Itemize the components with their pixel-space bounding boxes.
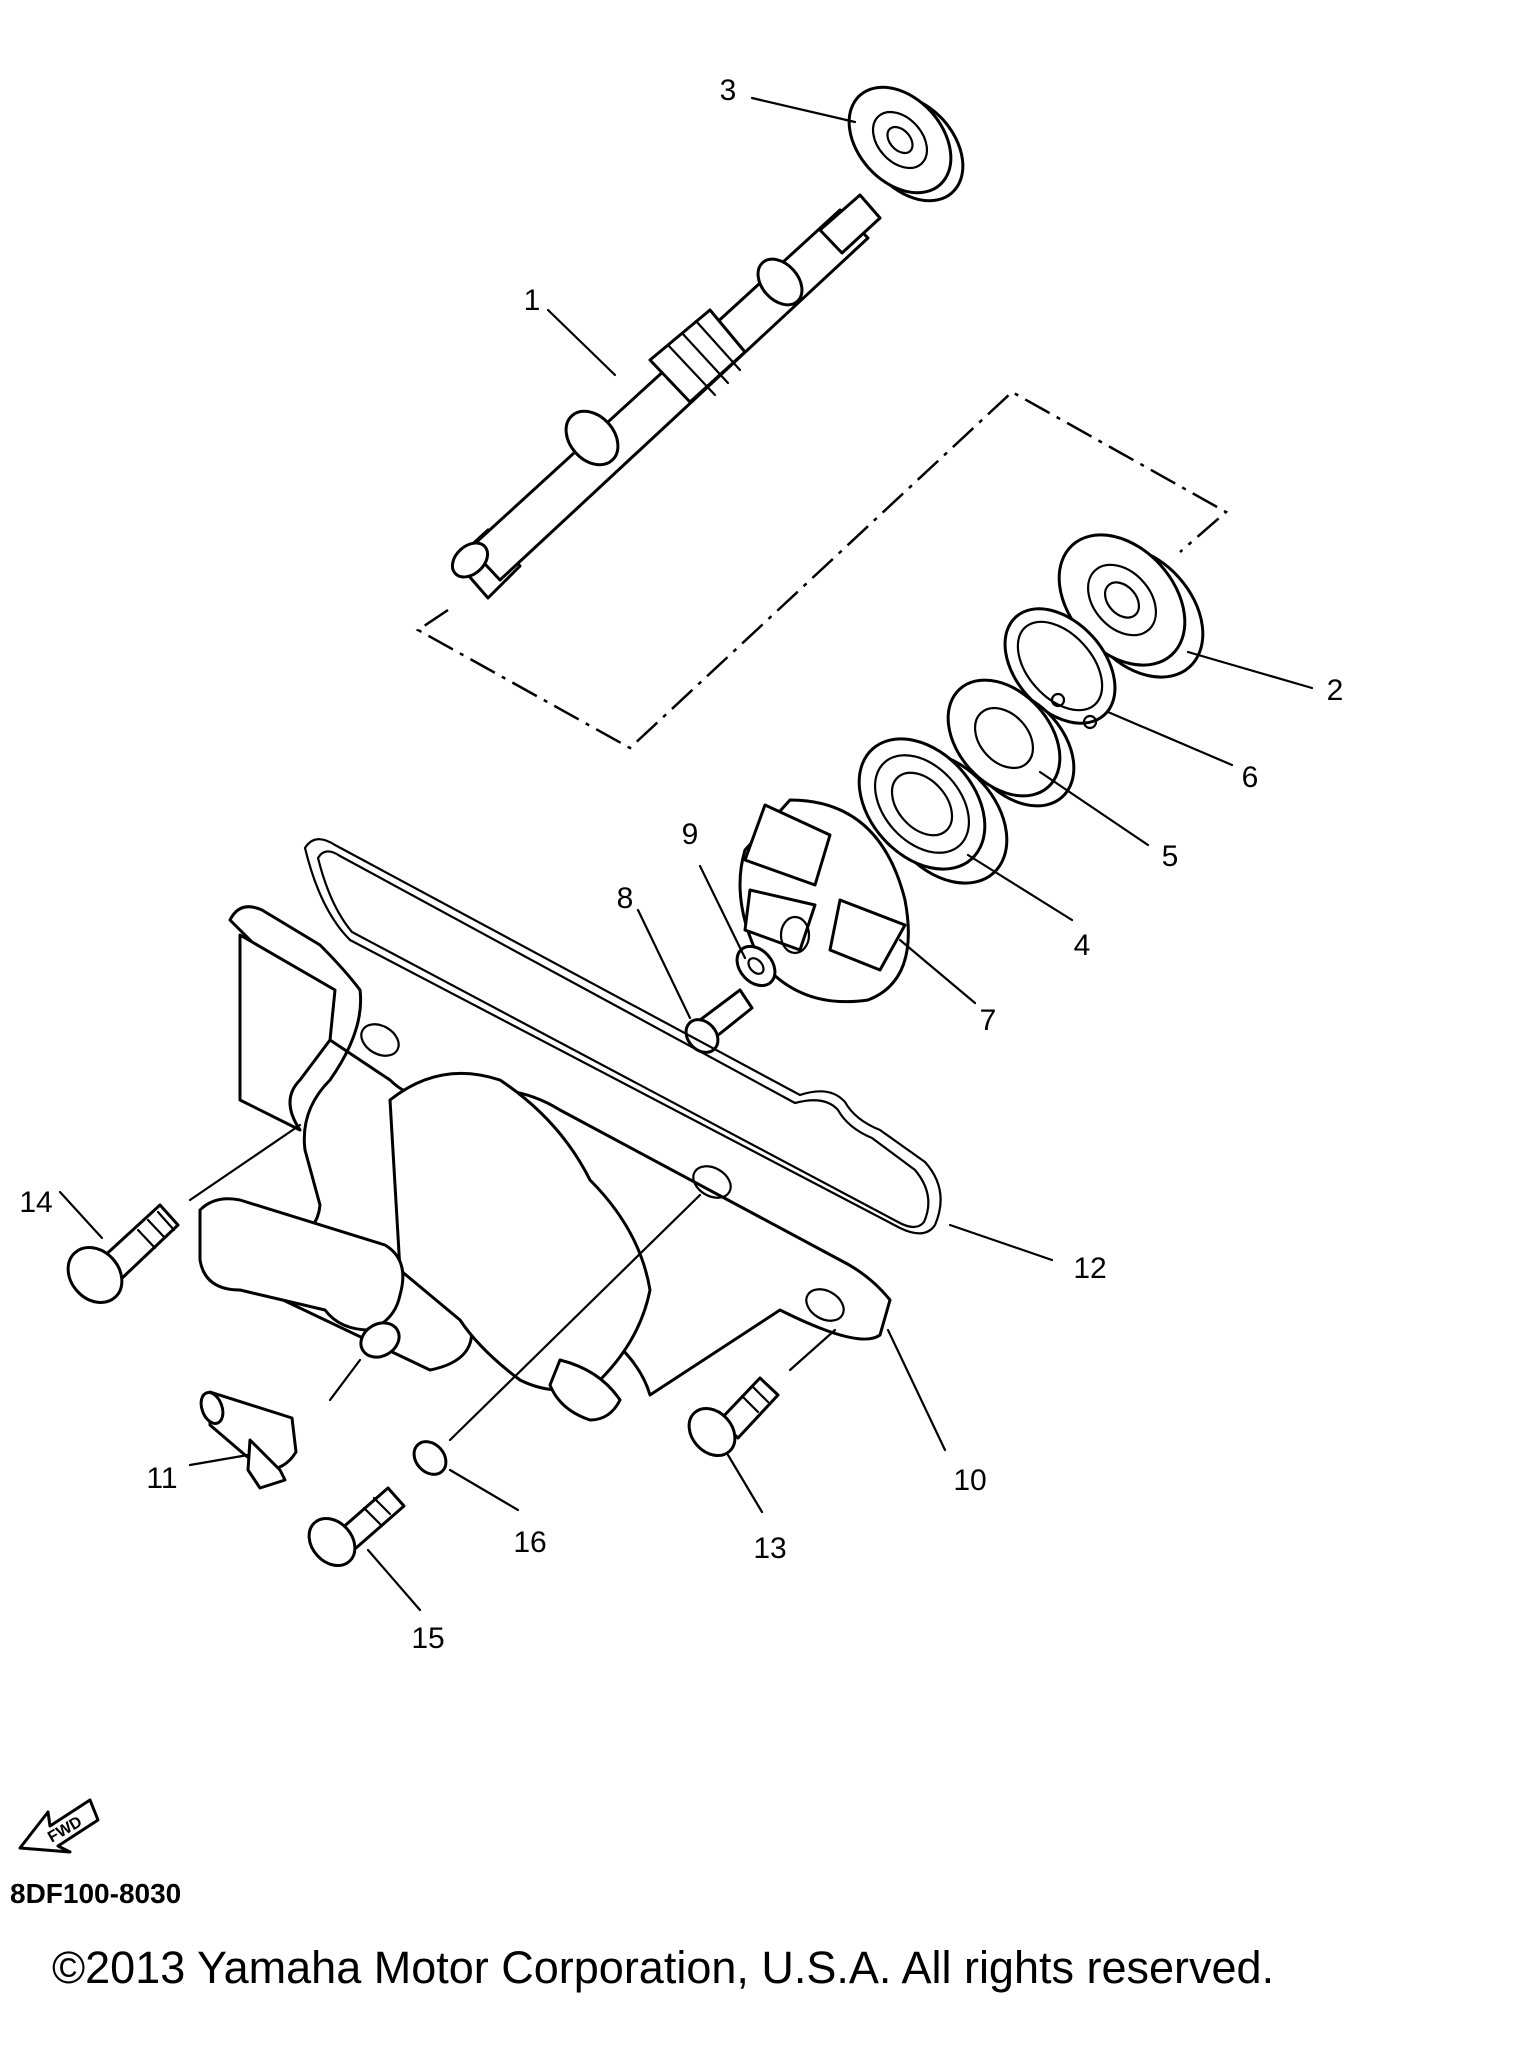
part-8-bolt: [684, 988, 754, 1054]
callout-1: 1: [524, 284, 541, 317]
callout-15: 15: [411, 1622, 444, 1655]
callout-14: 14: [19, 1186, 52, 1219]
callout-9: 9: [682, 818, 699, 851]
callout-2: 2: [1327, 674, 1344, 707]
fwd-arrow-icon: FWD: [18, 1798, 100, 1854]
callout-10: 10: [953, 1464, 986, 1497]
part-16-washer: [412, 1440, 448, 1476]
part-11-pipe: [199, 1390, 298, 1490]
part-13-bolt: [687, 1376, 780, 1458]
copyright-notice: ©2013 Yamaha Motor Corporation, U.S.A. A…: [52, 1942, 1275, 1993]
part-15-bolt: [307, 1486, 406, 1568]
callout-8: 8: [617, 882, 634, 915]
alignment-line-11: [328, 1358, 362, 1402]
callout-5: 5: [1162, 840, 1179, 873]
callout-3: 3: [720, 74, 737, 107]
assembly-bracket-line: [415, 390, 1229, 750]
callout-16: 16: [513, 1526, 546, 1559]
leader-lines: [58, 96, 1314, 1612]
part-12-gasket-inner: [316, 850, 930, 1229]
part-10-pump-housing: [198, 905, 892, 1422]
callout-6: 6: [1242, 761, 1259, 794]
part-1-shaft: [450, 193, 882, 600]
callout-12: 12: [1073, 1252, 1106, 1285]
part-14-bolt: [66, 1203, 180, 1304]
part-12-gasket: [303, 838, 942, 1235]
drawing-code: 8DF100-8030: [10, 1878, 182, 1909]
callout-7: 7: [980, 1004, 997, 1037]
callout-13: 13: [753, 1532, 786, 1565]
alignment-line-13: [788, 1328, 837, 1372]
callout-4: 4: [1074, 929, 1091, 962]
part-7-impeller: [738, 798, 910, 1004]
alignment-line-14: [188, 1123, 302, 1202]
part-4-mechanical-seal: [857, 737, 1009, 885]
callout-11: 11: [146, 1462, 177, 1495]
alignment-line-16: [448, 1193, 702, 1442]
part-3-bearing: [847, 85, 965, 203]
